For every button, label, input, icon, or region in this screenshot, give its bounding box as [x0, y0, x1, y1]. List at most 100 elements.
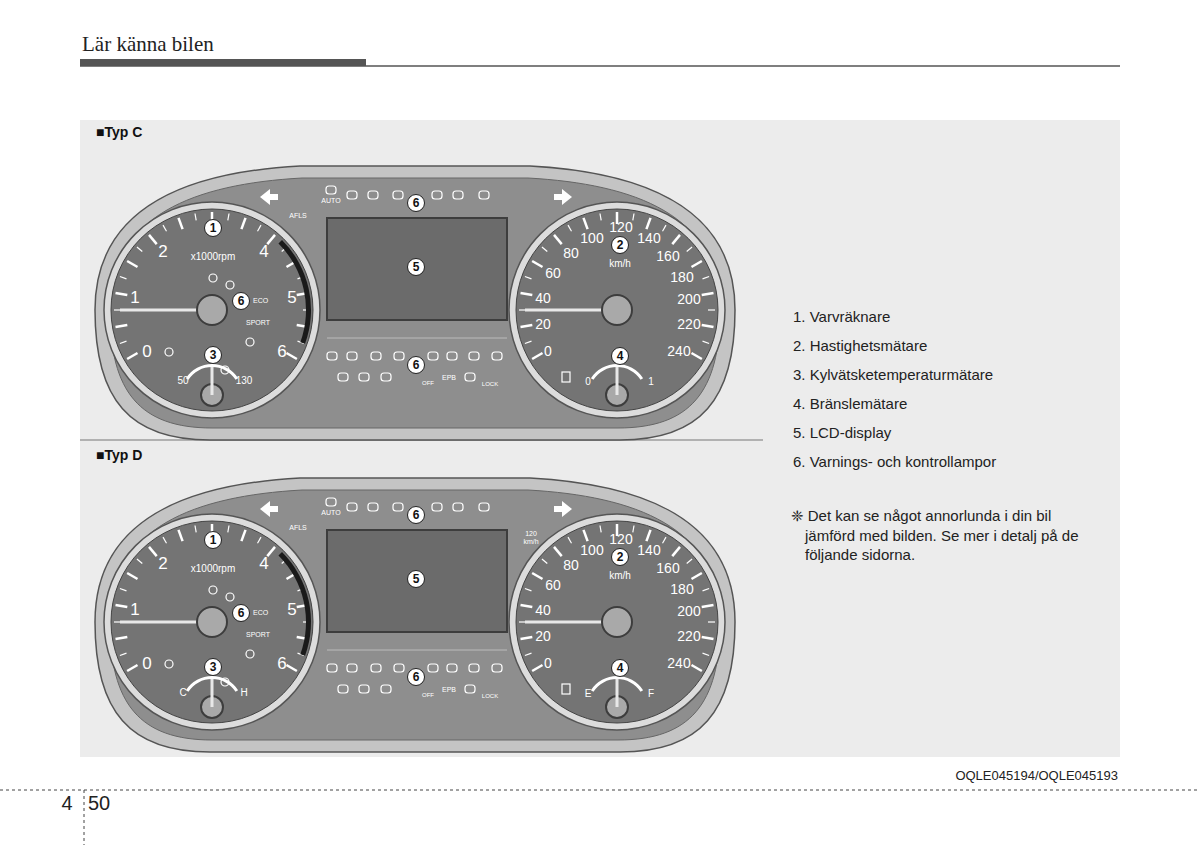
- turn-right-arrow: [554, 189, 572, 205]
- scale-number: 2: [158, 555, 167, 574]
- gauge-tick: [583, 218, 587, 229]
- scale-number: 160: [656, 561, 679, 576]
- indicator-icon: [327, 664, 337, 672]
- gauge-tick: [554, 235, 562, 244]
- scale-number: 40: [535, 291, 551, 306]
- indicator-icon: [359, 373, 369, 381]
- gauge-tick: [691, 665, 701, 671]
- scale-number: 60: [545, 266, 561, 281]
- gauge-bezel: [104, 514, 320, 730]
- dial-icon: [246, 650, 254, 658]
- callout-number: 5: [407, 570, 425, 588]
- gauge-tick: [120, 588, 127, 590]
- indicator-icon: [371, 352, 381, 360]
- gauge-tick: [163, 225, 167, 231]
- gauge-tick: [672, 547, 680, 556]
- scale-number: 5: [287, 289, 296, 308]
- scale-number: 130: [236, 375, 253, 386]
- dial-icon: [246, 338, 254, 346]
- dial-icon: [165, 348, 173, 356]
- scale-number: 100: [580, 543, 603, 558]
- gauge-tick: [633, 525, 634, 532]
- gauge-tick: [286, 665, 296, 671]
- scale-number: 2: [158, 243, 167, 262]
- indicator-icon: [381, 373, 391, 381]
- callout-number: 3: [204, 658, 222, 676]
- scale-number: 20: [535, 317, 551, 332]
- gauge-tick: [120, 276, 127, 278]
- legend-line: 6. Varnings- och kontrollampor: [793, 454, 996, 471]
- indicator-icon: [338, 685, 348, 693]
- icon-caption: OFF: [422, 692, 434, 699]
- lcd-display: [327, 218, 507, 320]
- gauge-tick: [525, 276, 532, 278]
- gauge-tick: [703, 588, 710, 590]
- fuel-pump-icon: [562, 684, 570, 694]
- gauge-tick: [195, 213, 196, 220]
- indicator-icon: [432, 191, 442, 199]
- needle-hub: [602, 295, 632, 325]
- scale-number: 220: [677, 629, 700, 644]
- gauge-tick: [703, 653, 710, 655]
- gauge-tick: [149, 235, 157, 244]
- cluster-face: [110, 178, 720, 428]
- gauge-tick: [525, 341, 532, 343]
- scale-number: 1: [130, 289, 139, 308]
- indicator-icon: [326, 186, 336, 194]
- needle-hub: [602, 607, 632, 637]
- indicator-icon: [453, 503, 463, 511]
- gauge-tick: [687, 247, 692, 251]
- small-gauge-needle: [616, 367, 619, 395]
- header-bar: [80, 59, 366, 66]
- gauge-tick: [702, 325, 714, 327]
- indicator-icon: [453, 191, 463, 199]
- turn-left-arrow: [260, 189, 278, 205]
- gauge-tick: [127, 665, 137, 671]
- scale-number: 40: [535, 603, 551, 618]
- indicator-icon: [338, 373, 348, 381]
- gauge-tick: [178, 530, 182, 541]
- gauge-tick: [672, 235, 680, 244]
- indicator-icon: [393, 191, 403, 199]
- scale-number: C: [179, 687, 186, 698]
- indicator-icon: [347, 352, 357, 360]
- gauge-tick: [691, 573, 701, 579]
- gauge-tick: [646, 530, 650, 541]
- indicator-icon: [492, 352, 502, 360]
- icon-caption: OFF: [422, 380, 434, 387]
- gauge-tick: [127, 573, 137, 579]
- gauge-tick: [702, 637, 714, 639]
- icon-caption: AUTO: [321, 509, 340, 517]
- gauge-tick: [532, 261, 542, 267]
- gauge-tick: [542, 559, 547, 563]
- scale-number: 20: [535, 629, 551, 644]
- icon-caption: LOCK: [482, 693, 498, 700]
- indicator-icon: [492, 664, 502, 672]
- icon-caption: EPB: [442, 686, 456, 694]
- scale-number: F: [648, 688, 654, 699]
- footer-divider: [84, 790, 85, 845]
- gauge-tick: [127, 261, 137, 267]
- gauge-tick: [691, 353, 701, 359]
- gauge-tick: [600, 525, 601, 532]
- dial-icon: [221, 366, 229, 374]
- gauge-tick: [646, 218, 650, 229]
- callout-number: 5: [407, 258, 425, 276]
- scale-number: H: [240, 687, 247, 698]
- indicator-icon: [359, 685, 369, 693]
- indicator-icon: [393, 503, 403, 511]
- gauge-tick: [137, 559, 142, 563]
- indicator-icon: [368, 503, 378, 511]
- gauge-tick: [115, 605, 127, 607]
- speed-limit-caption: 120 km/h: [520, 530, 542, 545]
- gauge-tick: [568, 225, 572, 231]
- indicator-icon: [479, 191, 489, 199]
- gauge-tick: [520, 637, 532, 639]
- gauge-tick: [568, 537, 572, 543]
- cluster-housing: [95, 478, 735, 752]
- scale-unit: x1000rpm: [191, 251, 235, 262]
- page-number: 4: [61, 792, 72, 814]
- legend-line: 4. Bränslemätare: [793, 396, 907, 413]
- indicator-icon: [428, 664, 438, 672]
- gauge-tick: [532, 665, 542, 671]
